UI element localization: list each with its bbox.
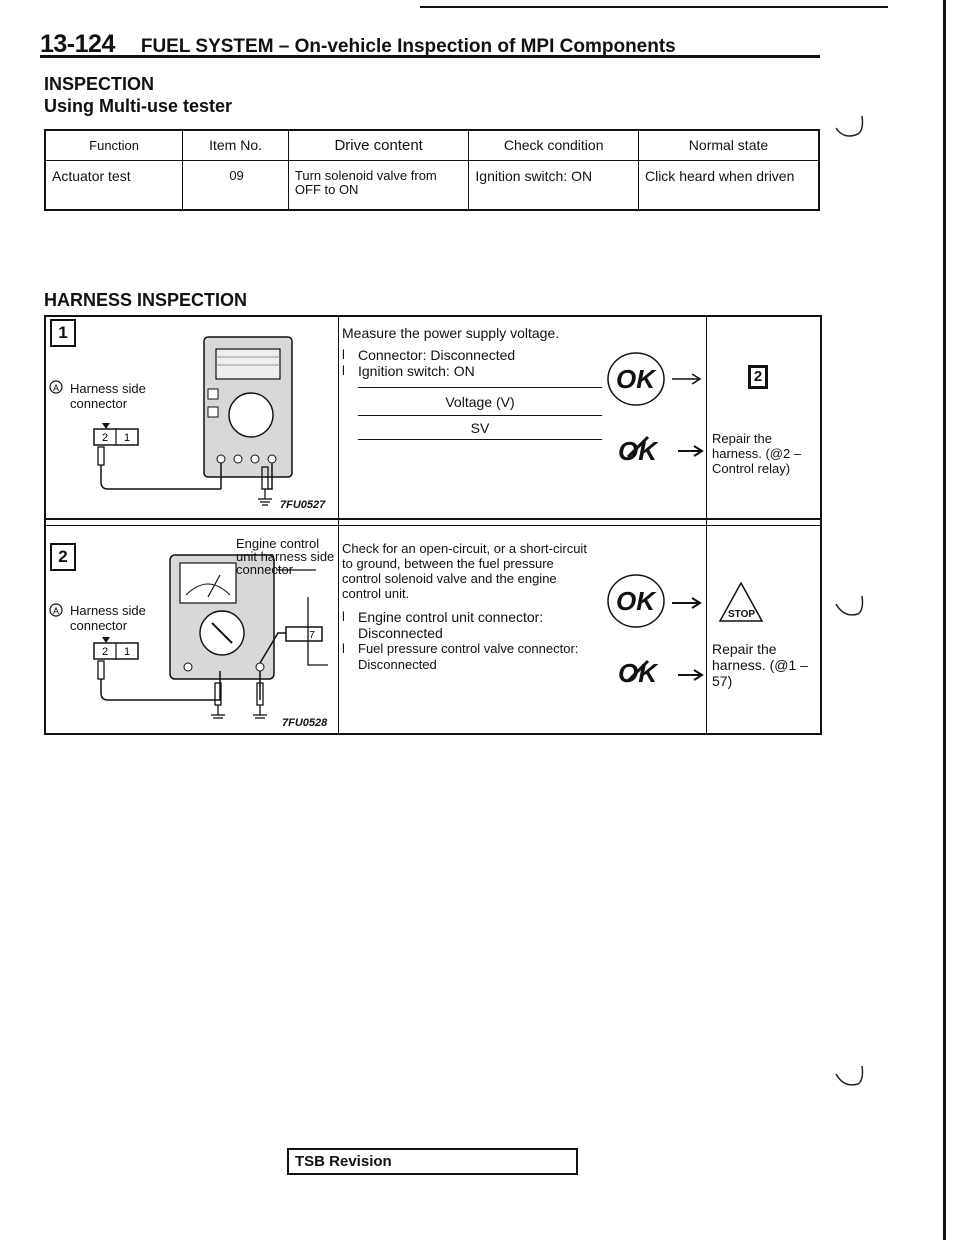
step-1-figure: A 2 1 — [49, 336, 293, 506]
function-table: Function Item No. Drive content Check co… — [44, 129, 820, 211]
step-2-instruction: Check for an open-circuit, or a short-ci… — [342, 541, 587, 601]
step-2-figure: A 2 1 7 — [49, 554, 328, 719]
harness-inspection-grid: 1 A 2 1 Harness side connector 7 — [44, 315, 822, 735]
col-normal-state: Normal state — [637, 130, 819, 161]
step-1-number: 1 — [50, 319, 76, 347]
margin-mark — [835, 1065, 864, 1086]
svg-text:A: A — [53, 606, 59, 616]
step-2-ok-icon: OK — [616, 586, 655, 616]
cell-check-condition: Ignition switch: ON — [468, 160, 639, 210]
svg-text:1: 1 — [124, 646, 130, 658]
svg-text:7: 7 — [309, 630, 315, 641]
cell-normal-state: Click heard when driven — [637, 160, 819, 210]
list-item: Connector: Disconnected — [342, 347, 602, 363]
page-number: 13-124 — [40, 30, 115, 58]
harness-inspection-heading: HARNESS INSPECTION — [44, 290, 248, 310]
cell-drive-content: Turn solenoid valve from OFF to ON — [287, 160, 469, 210]
svg-text:1: 1 — [124, 432, 130, 444]
cell-item-no: 09 — [182, 160, 289, 210]
voltage-table: Voltage (V) SV — [358, 387, 602, 440]
step-2-number: 2 — [50, 543, 76, 571]
col-function: Function — [45, 130, 183, 161]
table-row: Actuator test 09 Turn solenoid valve fro… — [45, 160, 819, 210]
inspection-heading: INSPECTION — [44, 74, 155, 94]
page-title: FUEL SYSTEM – On-vehicle Inspection of M… — [140, 36, 676, 57]
step-2-connector-label: Harness side connector — [70, 603, 146, 633]
right-margin-rule — [943, 0, 946, 1240]
step-1-figure-code: 7FU0527 — [280, 499, 326, 511]
margin-mark — [835, 595, 864, 616]
tester-subheading: Using Multi-use tester — [44, 96, 233, 116]
step-2-conditions: Engine control unit connector: Disconnec… — [342, 609, 592, 673]
step-1-instruction: Measure the power supply voltage. — [342, 325, 560, 341]
svg-text:2: 2 — [102, 432, 108, 444]
stop-icon — [718, 581, 764, 622]
list-item: Ignition switch: ON — [342, 363, 602, 379]
step-2-ng-icon: OK — [618, 658, 657, 688]
col-item-no: Item No. — [182, 130, 289, 161]
cell-function: Actuator test — [52, 167, 131, 184]
step-1-ng-icon: OK — [618, 436, 657, 466]
margin-mark — [835, 115, 864, 137]
list-item: Fuel pressure control valve connector: D… — [342, 641, 592, 673]
step-1-ok-icon: OK — [616, 364, 655, 394]
tsb-revision-box: TSB Revision — [287, 1148, 578, 1175]
list-item: Engine control unit connector: Disconnec… — [342, 609, 592, 641]
step-2-ok-result: STOP — [728, 609, 756, 620]
step-2-result-arrows — [607, 574, 704, 683]
step-1-result-arrows — [607, 352, 704, 459]
step-1-connector-label: Harness side connector — [70, 381, 146, 411]
step-1-ok-result: 2 — [748, 365, 768, 389]
step-2-engine-label: Engine control unit harness side connect… — [236, 536, 335, 577]
svg-text:A: A — [53, 383, 59, 393]
step-1-ng-result: Repair the harness. (@2 – Control relay) — [712, 431, 802, 476]
step-2-ng-result: Repair the harness. (@1 – 57) — [712, 641, 808, 689]
voltage-value: SV — [358, 415, 602, 440]
top-rule — [420, 6, 888, 8]
svg-text:2: 2 — [102, 646, 108, 658]
step-2-figure-code: 7FU0528 — [282, 717, 328, 729]
voltage-header: Voltage (V) — [358, 387, 602, 416]
page-header: 13-124 FUEL SYSTEM – On-vehicle Inspecti… — [40, 30, 820, 58]
step-1-conditions: Connector: Disconnected Ignition switch:… — [342, 347, 602, 379]
col-check-condition: Check condition — [468, 130, 639, 161]
col-drive-content: Drive content — [287, 130, 469, 161]
